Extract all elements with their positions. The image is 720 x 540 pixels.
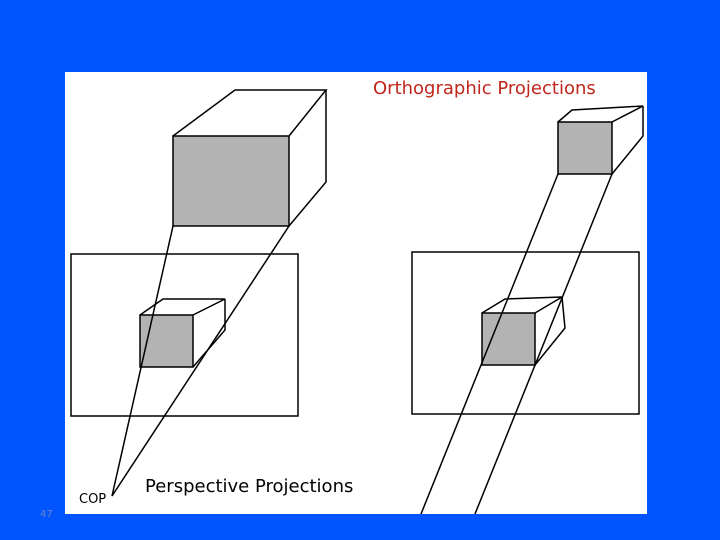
perspective-image-side-edges bbox=[192, 299, 226, 368]
perspective-object-front-face bbox=[172, 135, 290, 227]
orthographic-object-front-face bbox=[557, 121, 613, 175]
orthographic-image-front-face bbox=[481, 312, 536, 366]
orthographic-image-side-edges bbox=[534, 296, 566, 366]
orthographic-projection-plane bbox=[411, 251, 640, 415]
projection-diagram: Orthographic Projections Perspective Pro… bbox=[65, 72, 647, 514]
perspective-object-top-edges bbox=[172, 89, 328, 137]
perspective-image-top-edges bbox=[139, 298, 226, 316]
perspective-projector-1 bbox=[111, 225, 174, 497]
slide-number: 47 bbox=[40, 509, 53, 520]
orthographic-projector-2 bbox=[474, 173, 613, 514]
perspective-projector-2 bbox=[111, 225, 290, 497]
cop-label: COP bbox=[79, 492, 107, 507]
perspective-projections-label: Perspective Projections bbox=[145, 476, 354, 497]
projection-drawing bbox=[70, 89, 644, 514]
orthographic-projections-label: Orthographic Projections bbox=[373, 78, 596, 99]
orthographic-object-top-edges bbox=[557, 105, 644, 123]
orthographic-object-side-edges bbox=[611, 106, 644, 175]
perspective-projection-plane bbox=[70, 253, 299, 417]
perspective-image-front-face bbox=[139, 314, 194, 368]
orthographic-image-top-edges bbox=[481, 296, 563, 314]
perspective-object-side-edges bbox=[288, 90, 327, 227]
orthographic-projector-1 bbox=[420, 173, 559, 514]
